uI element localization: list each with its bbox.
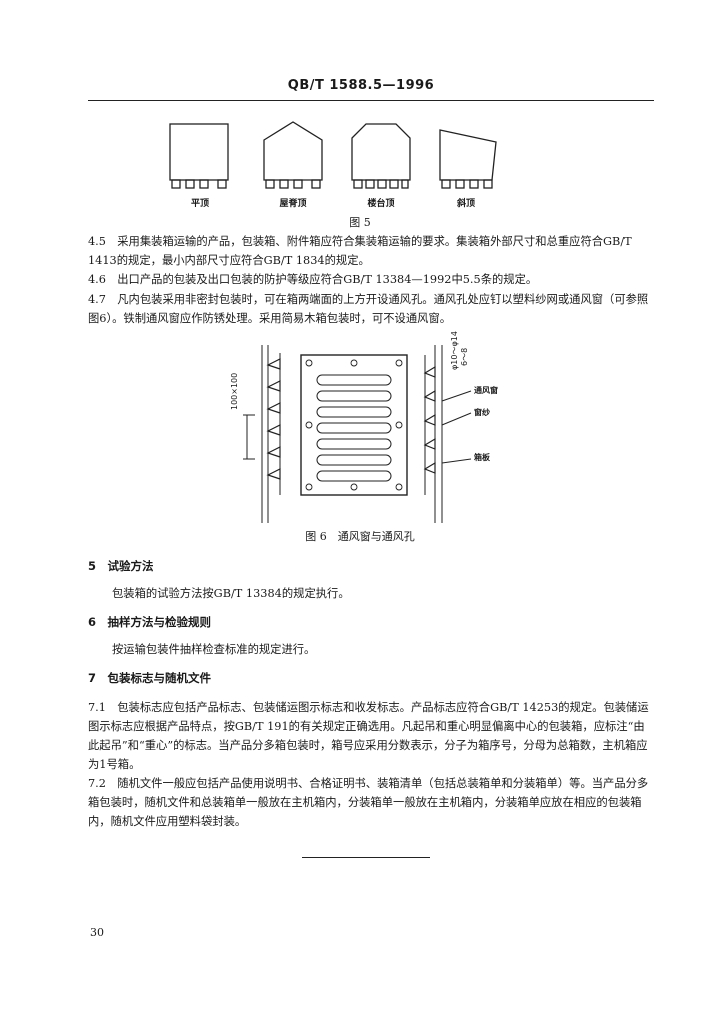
figure-5-drawing [169, 121, 497, 189]
paragraph-4-6: 4.6 出口产品的包装及出口包装的防护等级应符合GB/T 13384—1992中… [88, 273, 538, 286]
figure-6-drawing [243, 345, 472, 523]
end-rule [302, 857, 430, 858]
figure-5-label-terrace: 楼台顶 [367, 199, 395, 209]
paragraph-4-5: 4.5 采用集装箱运输的产品，包装箱、附件箱应符合集装箱运输的要求。集装箱外部尺… [88, 235, 632, 267]
figure-5-caption: 图 5 [349, 216, 371, 229]
page-header: QB/T 1588.5—1996 [287, 78, 435, 93]
figure-5-label-slanted: 斜顶 [456, 199, 475, 209]
figure-5-label-ridge: 屋脊顶 [279, 199, 307, 209]
figure-6-caption: 图 6 通风窗与通风孔 [305, 530, 415, 543]
section-6-body: 按运输包装件抽样检查标准的规定进行。 [112, 643, 316, 656]
figure-6-label-vent-window: 通风窗 [474, 386, 498, 395]
page-number: 30 [90, 926, 104, 939]
header-rule [88, 100, 654, 101]
figure-6-dim-spacing: 6～8 [460, 347, 469, 366]
section-5-body: 包装箱的试验方法按GB/T 13384的规定执行。 [112, 587, 350, 600]
figure-6-label-board: 箱板 [474, 453, 490, 462]
section-5-title: 5 试验方法 [88, 559, 154, 573]
paragraph-7-2: 7.2 随机文件一般应包括产品使用说明书、合格证明书、装箱清单（包括总装箱单和分… [88, 777, 649, 828]
figure-5-label-flat: 平顶 [190, 199, 209, 209]
section-6-title: 6 抽样方法与检验规则 [88, 615, 212, 629]
figure-6-dim-100x100: 100×100 [230, 372, 239, 410]
figure-6-label-screen: 窗纱 [474, 408, 490, 417]
paragraph-4-7: 4.7 凡内包装采用非密封包装时，可在箱两端面的上方开设通风孔。通风孔处应钉以塑… [88, 293, 649, 325]
section-7-title: 7 包装标志与随机文件 [88, 671, 212, 685]
paragraph-7-1: 7.1 包装标志应包括产品标志、包装储运图示标志和收发标志。产品标志应符合GB/… [88, 701, 649, 771]
